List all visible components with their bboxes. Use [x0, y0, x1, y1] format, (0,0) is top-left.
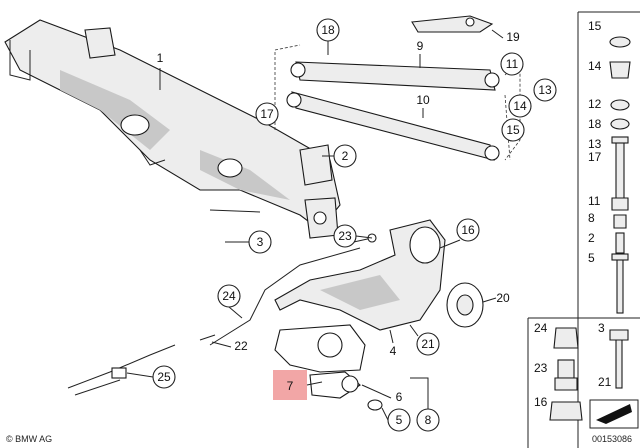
callout-8: 8: [416, 408, 440, 432]
svg-text:6: 6: [396, 390, 403, 404]
leader-lines: [126, 29, 504, 421]
svg-text:18: 18: [321, 23, 335, 37]
sidebar-item-5[interactable]: 5: [588, 251, 629, 314]
control-arms: [286, 15, 500, 161]
axle-carrier: [4, 19, 341, 239]
svg-text:15: 15: [506, 123, 520, 137]
svg-text:22: 22: [234, 339, 248, 353]
svg-text:7: 7: [287, 379, 294, 393]
callout-23: 23: [333, 224, 357, 248]
svg-text:24: 24: [222, 289, 236, 303]
callout-15: 15: [501, 118, 525, 142]
svg-text:24: 24: [534, 321, 548, 335]
svg-text:14: 14: [513, 99, 527, 113]
svg-text:8: 8: [588, 211, 595, 225]
svg-text:13: 13: [588, 137, 602, 151]
bottom-item-24[interactable]: 24: [534, 321, 579, 349]
svg-text:8: 8: [425, 413, 432, 427]
svg-text:5: 5: [588, 251, 595, 265]
svg-text:17: 17: [260, 107, 274, 121]
bottom-item-23[interactable]: 23: [534, 359, 578, 391]
bottom-item-3[interactable]: 3: [598, 321, 629, 389]
sidebar-item-17[interactable]: 17: [588, 136, 629, 201]
callout-4: 4: [390, 344, 397, 358]
callout-21: 21: [416, 332, 440, 356]
callout-22: 22: [234, 339, 248, 353]
svg-text:16: 16: [534, 395, 548, 409]
copyright: © BMW AG: [6, 434, 52, 444]
callout-14: 14: [508, 94, 532, 118]
callout-10: 10: [416, 93, 430, 107]
callout-11-upper: 11: [500, 52, 524, 76]
callout-3: 3: [248, 230, 272, 254]
sidebar-item-13[interactable]: 13: [588, 137, 602, 151]
sidebar-item-2[interactable]: 2: [588, 231, 625, 254]
callout-25: 25: [152, 365, 176, 389]
svg-text:21: 21: [598, 375, 612, 389]
sidebar-item-18[interactable]: 18: [588, 117, 630, 131]
svg-text:17: 17: [588, 150, 602, 164]
svg-text:3: 3: [598, 321, 605, 335]
svg-text:11: 11: [506, 57, 519, 71]
callout-7-highlight[interactable]: 7: [273, 370, 307, 400]
svg-text:5: 5: [396, 413, 403, 427]
sidebar-item-12[interactable]: 12: [588, 97, 630, 111]
callout-1: 1: [157, 51, 164, 65]
svg-text:4: 4: [390, 344, 397, 358]
svg-text:9: 9: [417, 39, 424, 53]
callout-17: 17: [255, 102, 279, 126]
cables: [67, 233, 377, 396]
svg-text:3: 3: [257, 235, 264, 249]
svg-text:20: 20: [496, 291, 510, 305]
svg-text:21: 21: [421, 337, 435, 351]
svg-text:25: 25: [157, 370, 171, 384]
callout-24: 24: [217, 284, 241, 308]
svg-text:2: 2: [342, 149, 349, 163]
parts-sidebar: 15 14 12 18 13 17 11 8: [577, 11, 640, 448]
svg-text:1: 1: [157, 51, 164, 65]
svg-text:2: 2: [588, 231, 595, 245]
callout-16: 16: [456, 218, 480, 242]
svg-text:13: 13: [538, 83, 552, 97]
bottom-item-21[interactable]: 21: [598, 375, 612, 389]
svg-text:10: 10: [416, 93, 430, 107]
sidebar-item-8[interactable]: 8: [588, 211, 627, 229]
callout-9: 9: [417, 39, 424, 53]
svg-text:16: 16: [461, 223, 475, 237]
callout-6: 6: [396, 390, 403, 404]
sidebar-item-11[interactable]: 11: [588, 194, 629, 211]
wheel-carrier: [274, 219, 484, 411]
callout-18: 18: [316, 18, 340, 42]
parts-bottom-panel: 24 3 23 21 16: [527, 317, 640, 448]
svg-text:11: 11: [588, 194, 601, 208]
svg-text:19: 19: [506, 30, 520, 44]
svg-text:23: 23: [534, 361, 548, 375]
svg-text:23: 23: [338, 229, 352, 243]
bottom-item-16[interactable]: 16: [534, 395, 583, 421]
callout-13: 13: [533, 78, 557, 102]
callout-2: 2: [333, 144, 357, 168]
sidebar-item-15[interactable]: 15: [588, 19, 631, 48]
callout-20: 20: [496, 291, 510, 305]
callout-5: 5: [387, 408, 411, 432]
sidebar-item-14[interactable]: 14: [588, 59, 631, 79]
corner-arrow-icon: [589, 399, 639, 429]
svg-text:12: 12: [588, 97, 602, 111]
svg-text:15: 15: [588, 19, 602, 33]
callout-19: 19: [506, 30, 520, 44]
svg-text:14: 14: [588, 59, 602, 73]
doc-number: 00153086: [592, 434, 632, 444]
svg-text:18: 18: [588, 117, 602, 131]
